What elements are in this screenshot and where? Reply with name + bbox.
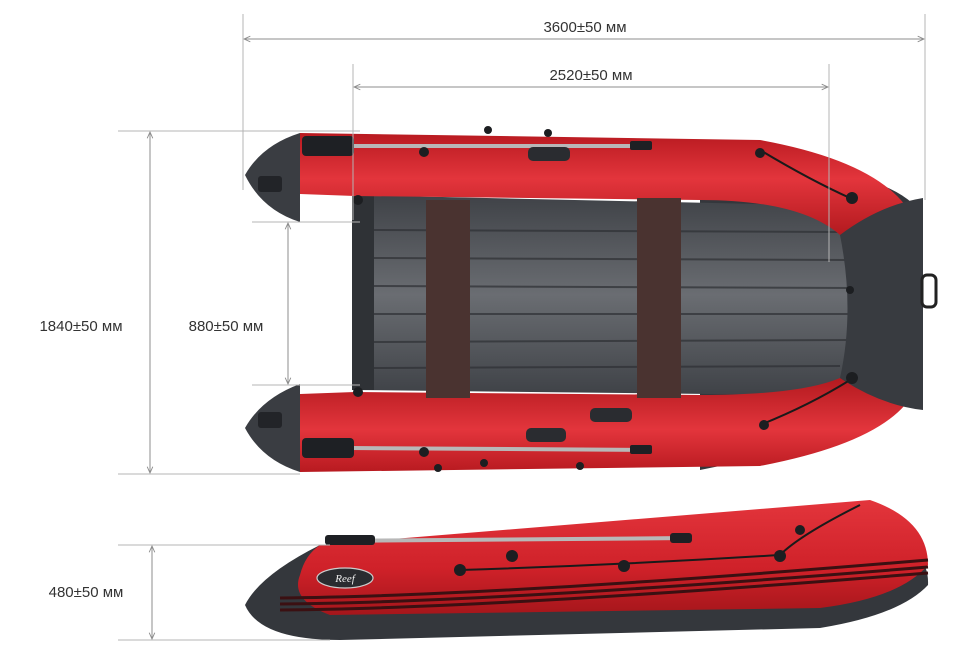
side-oar-grip [670,533,692,543]
dimension-inner-width: 880±50 мм [189,221,360,386]
oar-bottom [302,438,652,458]
dimension-side-height: 480±50 мм [49,544,330,641]
side-view-boat: Reef [245,500,929,640]
dimension-overall-width: 1840±50 мм [39,130,360,475]
d-rings [353,126,858,472]
inner-width-label: 880±50 мм [189,318,264,335]
overall-width-label: 1840±50 мм [39,318,122,335]
brand-logo [316,567,374,589]
dimension-overall-length: 3600±50 мм [242,14,926,200]
boat-floor [355,195,860,395]
overall-length-label: 3600±50 мм [543,19,626,36]
top-tube [300,133,905,235]
rub-strake-3 [279,571,929,612]
handle-bottom [590,408,632,422]
bow-cone [840,198,923,410]
side-d-rings [454,525,805,576]
side-oar [324,536,691,543]
bow-rope-top [759,149,851,199]
brand-logo-text: Reef [334,573,356,585]
side-height-label: 480±50 мм [49,584,124,601]
side-oar-blade [325,535,375,545]
dimension-inner-length: 2520±50 мм [352,64,830,262]
handle-top [528,147,570,161]
bow-handle [920,273,938,309]
oarlock-bottom [526,428,566,442]
rub-strake-1 [279,558,929,600]
side-rope [459,504,861,571]
rub-strake-2 [279,565,929,606]
seat-rear [426,200,470,398]
inner-length-label: 2520±50 мм [549,67,632,84]
side-hull-red [298,500,928,615]
seat-front [637,198,681,398]
stern-valve-top [258,176,282,192]
top-view-boat [245,126,938,472]
stern-valve-bottom [258,412,282,428]
transom [352,196,374,390]
oar-top [302,136,652,156]
bow-rope-bottom [759,379,851,426]
